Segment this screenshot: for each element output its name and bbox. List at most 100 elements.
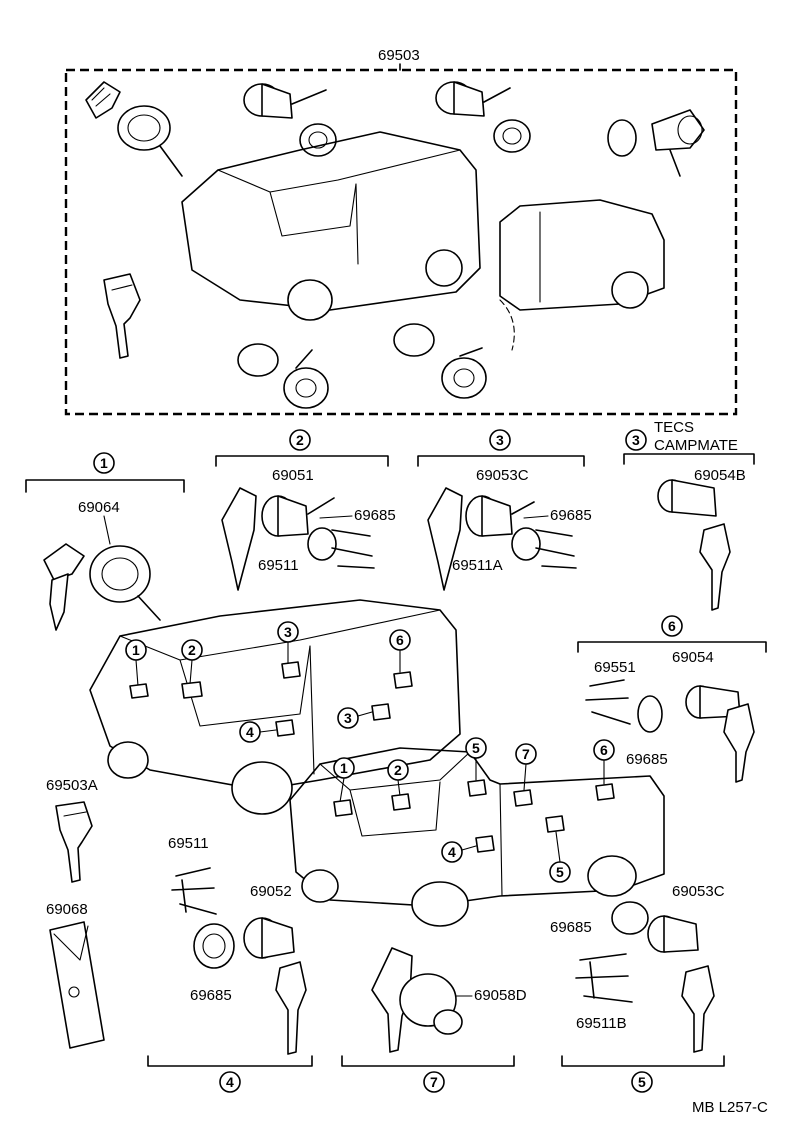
truck-vehicle <box>289 747 665 927</box>
svg-text:3: 3 <box>344 710 352 726</box>
door-lock-69052 <box>171 867 307 1055</box>
svg-text:1: 1 <box>132 642 140 658</box>
group-3-tecs-title-2: CAMPMATE <box>654 437 738 454</box>
group-2-part-0: 69051 <box>272 467 314 484</box>
group-4-part-2: 69685 <box>190 987 232 1004</box>
top-van-outline <box>181 131 481 321</box>
group-6-number: 6 <box>668 618 676 634</box>
group-1-circle <box>93 452 115 474</box>
group-1-part-0: 69064 <box>78 499 120 516</box>
group-4-circle <box>219 1071 241 1093</box>
group-4-part-1: 69052 <box>250 883 292 900</box>
truck-callout-4: 4 <box>441 835 495 863</box>
top-truck-outline <box>499 199 665 351</box>
group-5: 69685 69053C 69511B 5 <box>550 883 725 1093</box>
svg-text:6: 6 <box>600 742 608 758</box>
group-5-part-0: 69685 <box>550 919 592 936</box>
group-2-circle <box>289 429 311 451</box>
loose-key-part: 69503A <box>46 777 98 794</box>
group-3-tecs: 3 TECS CAMPMATE 69054B <box>623 419 755 611</box>
top-assembly-frame <box>64 68 738 416</box>
truck-callouts: 1 2 5 7 6 4 <box>333 737 615 883</box>
van-callout-2: 2 <box>181 639 203 699</box>
group-1: 1 69064 <box>25 452 185 631</box>
top-ignition-lock <box>85 81 183 177</box>
key-69503a: 69503A <box>46 777 98 883</box>
group-4-part-0: 69511 <box>168 835 209 852</box>
top-door-cylinder-e <box>393 323 487 399</box>
group-3-part-1: 69685 <box>550 507 592 524</box>
van-callout-3a: 3 <box>277 621 301 679</box>
van-callouts: 1 2 3 6 4 3 <box>125 621 413 743</box>
group-2: 2 69051 69685 69511 <box>215 429 396 591</box>
group-5-circle <box>631 1071 653 1093</box>
group-4-number: 4 <box>226 1074 234 1090</box>
group-2-part-1: 69685 <box>354 507 396 524</box>
group-3-number: 3 <box>496 432 504 448</box>
van-callout-4: 4 <box>239 719 295 743</box>
group-3-bracket <box>417 455 585 467</box>
van-callout-6: 6 <box>389 629 413 689</box>
svg-text:5: 5 <box>556 864 564 880</box>
truck-callout-1: 1 <box>333 757 355 817</box>
svg-text:7: 7 <box>522 746 530 762</box>
group-3-part-2: 69511A <box>452 557 503 574</box>
svg-text:4: 4 <box>448 844 456 860</box>
group-4: 69511 69052 69685 4 <box>147 835 313 1093</box>
top-door-cylinder-d <box>237 343 329 409</box>
group-5-part-1: 69053C <box>672 883 725 900</box>
group-7-part-0: 69058D <box>474 987 527 1004</box>
loose-case-part: 69068 <box>46 901 88 918</box>
group-3-tecs-part-0: 69054B <box>694 467 746 484</box>
door-lock-69053c <box>427 487 577 591</box>
truck-callout-7: 7 <box>513 743 537 807</box>
group-6-part-0: 69551 <box>594 659 636 676</box>
group-2-bracket <box>215 455 389 467</box>
group-1-number: 1 <box>100 455 108 471</box>
van-vehicle <box>89 599 461 815</box>
group-3-tecs-circle <box>625 429 647 451</box>
top-assembly: 69503 <box>64 47 738 416</box>
group-6-circle <box>661 615 683 637</box>
svg-text:2: 2 <box>188 642 196 658</box>
svg-text:4: 4 <box>246 724 254 740</box>
top-assembly-part-number: 69503 <box>378 47 420 64</box>
door-lock-69054b <box>657 479 731 611</box>
top-door-cylinder-b <box>435 81 531 153</box>
group-3-tecs-number: 3 <box>632 432 640 448</box>
group-3: 3 69053C 69685 69511A <box>417 429 592 591</box>
door-lock-69051 <box>221 487 375 591</box>
top-key <box>103 273 141 359</box>
group-5-number: 5 <box>638 1074 646 1090</box>
truck-callout-5a: 5 <box>465 737 487 797</box>
group-6-part-2: 69685 <box>626 751 668 768</box>
group-3-circle <box>489 429 511 451</box>
svg-text:5: 5 <box>472 740 480 756</box>
svg-text:3: 3 <box>284 624 292 640</box>
truck-callout-6: 6 <box>593 739 615 801</box>
group-5-bracket <box>561 1055 725 1067</box>
svg-text:6: 6 <box>396 632 404 648</box>
door-lock-69054 <box>585 679 755 783</box>
group-6-part-1: 69054 <box>672 649 714 666</box>
group-7-bracket <box>341 1055 515 1067</box>
svg-text:2: 2 <box>394 762 402 778</box>
group-7-circle <box>423 1071 445 1093</box>
truck-callout-5b: 5 <box>545 815 571 883</box>
door-lock-69053c-b <box>575 901 715 1053</box>
group-4-bracket <box>147 1055 313 1067</box>
group-3-tecs-title-1: TECS <box>654 419 694 436</box>
group-7: 69058D 7 <box>341 947 527 1093</box>
svg-text:1: 1 <box>340 760 348 776</box>
van-callout-1: 1 <box>125 639 149 699</box>
group-1-bracket <box>25 479 185 493</box>
truck-callout-2: 2 <box>387 759 411 811</box>
van-callout-3b: 3 <box>337 703 391 729</box>
group-3-part-0: 69053C <box>476 467 529 484</box>
key-case-69068: 69068 <box>46 901 105 1049</box>
group-6: 6 69551 69054 69685 <box>577 615 767 783</box>
group-7-number: 7 <box>430 1074 438 1090</box>
lock-69058d <box>371 947 463 1053</box>
diagram-code: MB L257-C <box>692 1099 768 1116</box>
